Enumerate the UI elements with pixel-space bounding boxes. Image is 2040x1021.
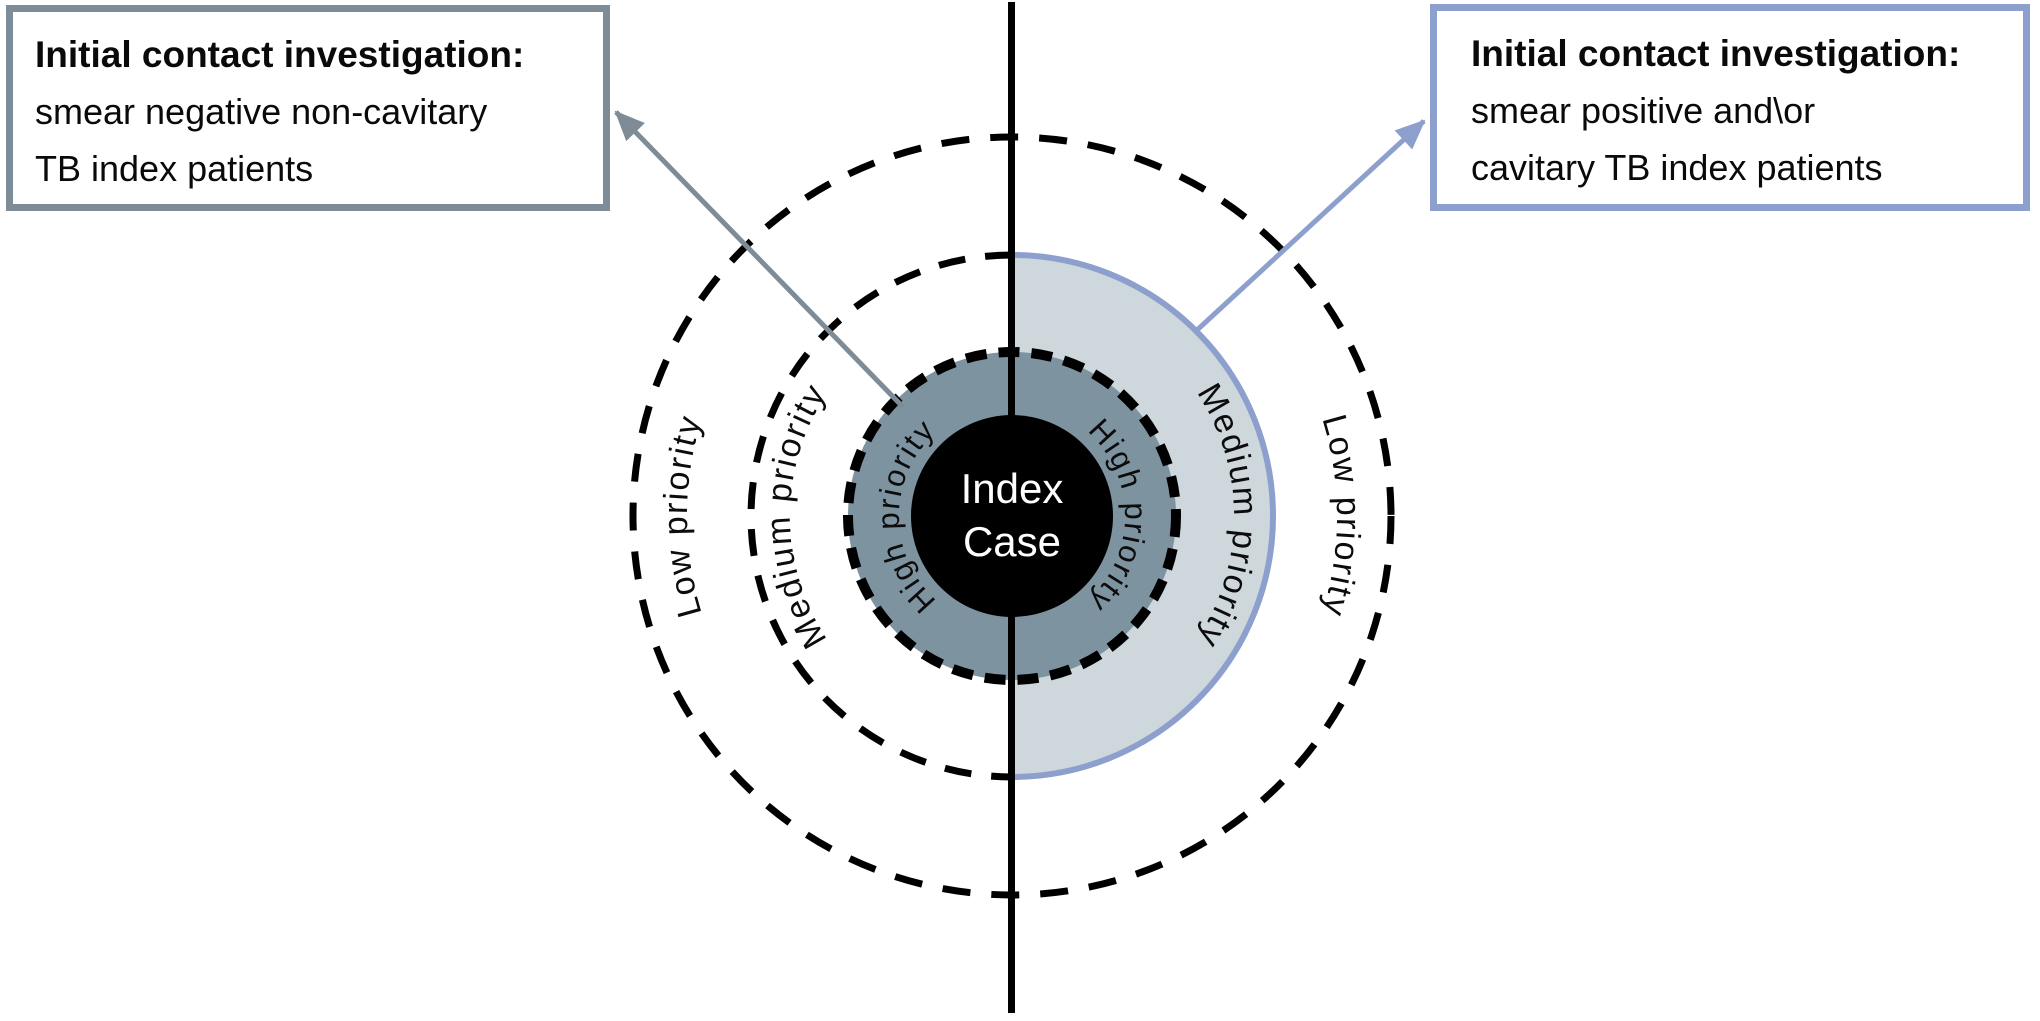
index-case-circle — [911, 415, 1113, 617]
left-annotation-arrow — [614, 110, 905, 409]
right-annotation-box: Initial contact investigation: smear pos… — [1430, 4, 2030, 211]
index-case-label-line1: Index — [961, 465, 1064, 512]
left-annotation-line1: smear negative non-cavitary — [35, 91, 488, 132]
right-annotation-line2: cavitary TB index patients — [1471, 147, 1883, 188]
left-annotation-line2: TB index patients — [35, 148, 314, 189]
right-annotation-title: Initial contact investigation: — [1471, 33, 1961, 74]
medium-priority-label-left: Medium priority — [760, 376, 835, 655]
index-case-label-line2: Case — [963, 518, 1061, 565]
low-priority-label-left: Low priority — [657, 410, 710, 621]
right-annotation-line1: smear positive and\or — [1471, 90, 1816, 131]
left-annotation-title: Initial contact investigation: — [35, 34, 525, 75]
right-annotation-arrow — [1194, 119, 1426, 333]
left-annotation-box: Initial contact investigation: smear neg… — [6, 5, 610, 211]
low-priority-label-right: Low priority — [1314, 410, 1367, 621]
